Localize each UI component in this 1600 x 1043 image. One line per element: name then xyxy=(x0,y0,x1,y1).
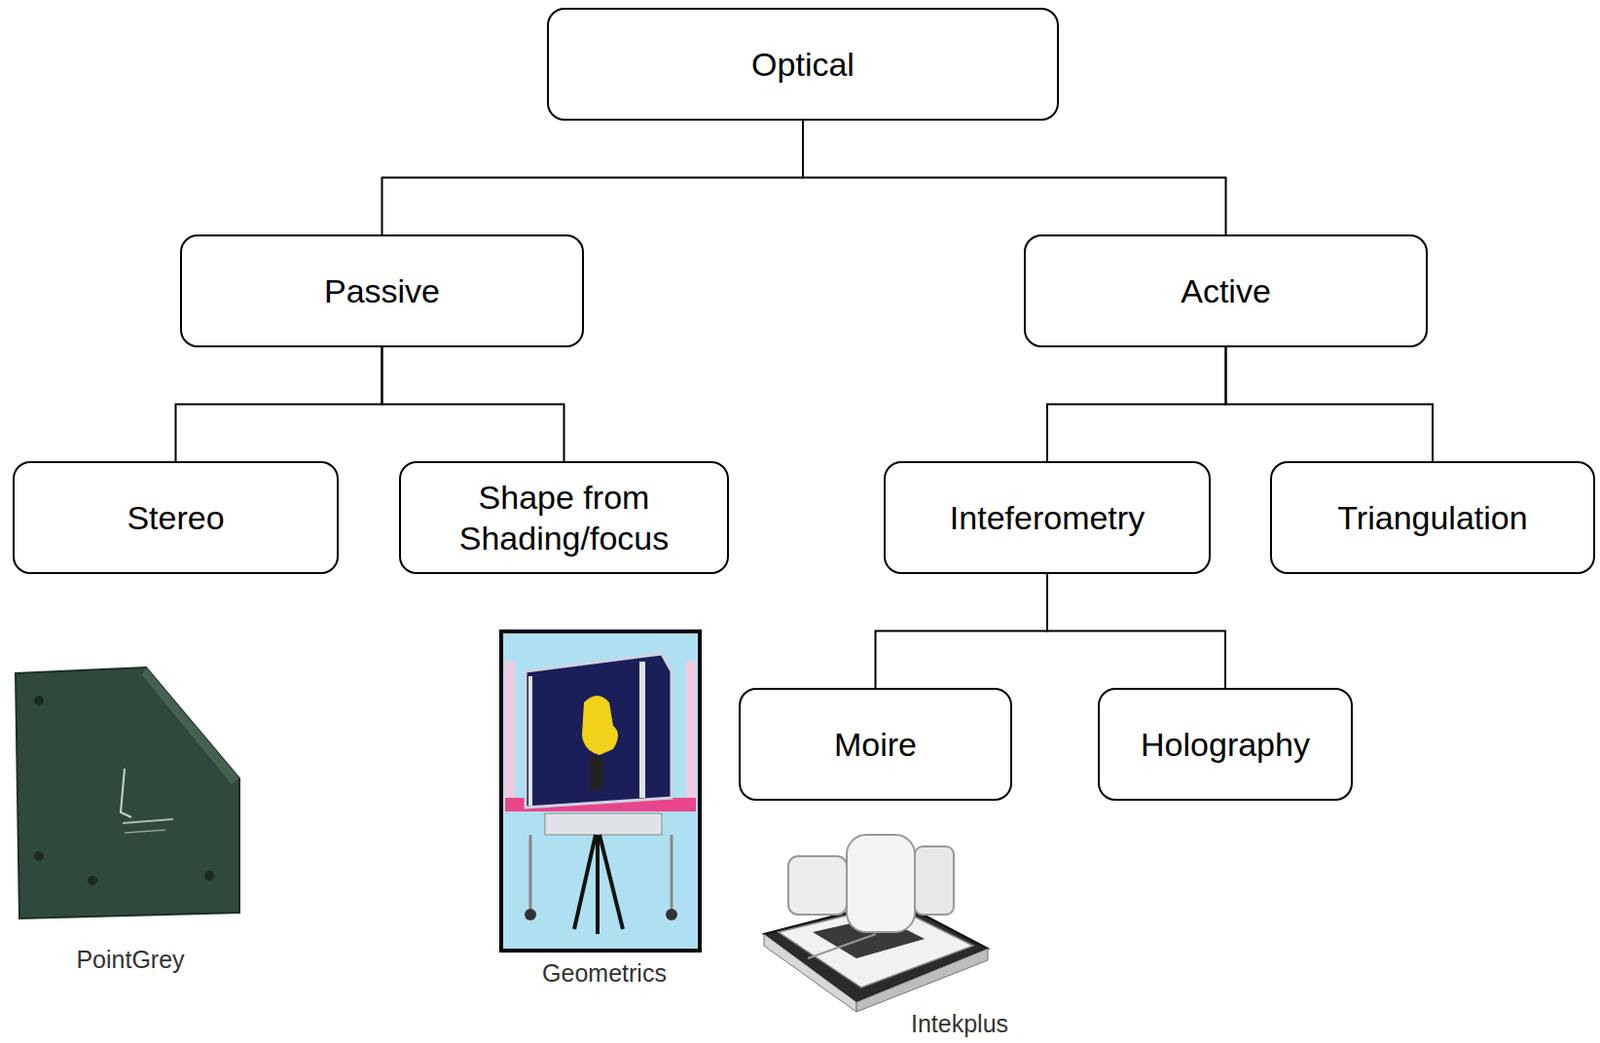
category-label: Active xyxy=(1180,270,1272,313)
category-box: Active xyxy=(1023,234,1428,348)
stereo-camera-picture xyxy=(15,667,240,919)
category-box: Holography xyxy=(1097,688,1353,801)
category-label: Moire xyxy=(834,724,917,766)
category-box: Optical xyxy=(546,7,1059,121)
tree-connector xyxy=(382,120,804,235)
category-label: Optical xyxy=(751,43,855,86)
category-label: Shape from Shading/focus xyxy=(414,476,714,560)
category-box: Moire xyxy=(738,688,1013,801)
category-box: Shape from Shading/focus xyxy=(399,461,729,575)
product-label: PointGrey xyxy=(75,945,184,975)
category-box: Stereo xyxy=(12,461,339,575)
tree-connector xyxy=(802,120,1227,235)
tree-connector xyxy=(382,347,565,462)
product-label: Intekplus xyxy=(910,1010,1009,1039)
category-label: Inteferometry xyxy=(949,497,1145,540)
category-label: Triangulation xyxy=(1337,497,1528,540)
scanner-booth-picture xyxy=(501,631,700,951)
category-box: Triangulation xyxy=(1270,461,1596,575)
inspection-machine-picture xyxy=(763,835,988,1013)
category-label: Stereo xyxy=(126,497,224,540)
product-label: Geometrics xyxy=(542,959,667,988)
tree-connector xyxy=(1047,347,1227,462)
tree-connector xyxy=(176,347,383,462)
category-box: Inteferometry xyxy=(883,461,1211,575)
tree-connector xyxy=(1047,574,1226,689)
category-label: Passive xyxy=(324,270,440,313)
category-box: Passive xyxy=(180,234,584,348)
tree-connector xyxy=(1226,347,1434,462)
tree-connector xyxy=(875,574,1049,689)
category-label: Holography xyxy=(1140,724,1310,766)
